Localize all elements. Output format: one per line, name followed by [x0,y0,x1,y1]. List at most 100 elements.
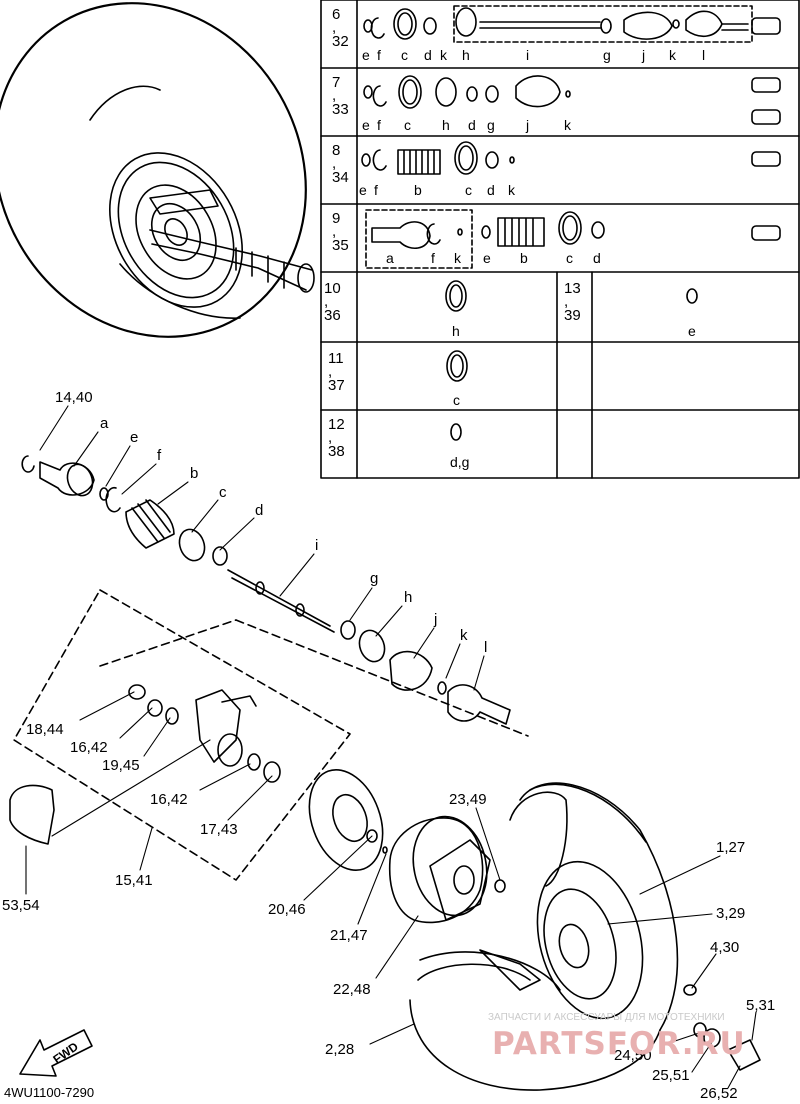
table-part-letter: b [520,250,528,266]
callout-label: 14,40 [55,389,93,406]
table-part-letter: c [453,392,460,408]
callout-label: 3,29 [716,905,746,922]
steering-knuckle [9,684,281,845]
callout-label: j [434,611,438,628]
callout-label: 1,27 [716,839,746,856]
table-row-label: 13,39 [564,280,581,324]
callout-label: 21,47 [330,927,368,944]
table-part-letter: e [362,117,370,133]
table-part-letter: c [404,117,411,133]
callout-label: 19,45 [102,757,140,774]
row-number: 35 [332,237,349,254]
diagram-code: 4WU1100-7290 [4,1085,95,1100]
callout-label: 20,46 [268,901,306,918]
callout-label: 22,48 [333,981,371,998]
callout-label: 18,44 [26,721,64,738]
table-part-letter: j [642,47,646,63]
row-number: 36 [324,307,341,324]
row-number: 12 [328,416,345,433]
callout-label: e [130,429,139,446]
table-part-letter: c [401,47,408,63]
row-separator: , [332,87,337,104]
row-separator: , [328,363,333,380]
row-number: 10 [324,280,341,297]
table-part-letter: d [424,47,432,63]
table-part-letter: k [508,182,515,198]
row-number: 32 [332,33,349,50]
watermark-text: ЗАПЧАСТИ И АКСЕССУАРЫ ДЛЯ МОТОТЕХНИКИ [488,1012,725,1023]
exploded-driveshaft [21,455,511,725]
row-number: 7 [332,74,341,91]
table-part-letter: i [526,47,530,63]
table-row-8-parts [361,141,781,175]
table-part-letter: d [468,117,476,133]
table-row-label: 12,38 [328,416,345,460]
knuckle-kit-dashed-box [13,589,529,881]
callout-label: f [157,447,162,464]
row-number: 37 [328,377,345,394]
callout-label: 2,28 [325,1041,355,1058]
callout-label: h [404,589,413,606]
callout-label: 25,51 [652,1067,690,1084]
row-number: 9 [332,210,341,227]
table-part-letter: l [702,47,706,63]
table-row-label: 6,32 [332,6,349,50]
table-part-letter: b [414,182,422,198]
table-row-9-parts [371,211,781,249]
callout-label: 15,41 [115,872,153,889]
table-part-letter: a [386,250,394,266]
exploded-wheel-and-tire [409,782,761,1091]
callout-label: a [100,415,109,432]
row-separator: , [332,223,337,240]
callout-label: 24,50 [614,1047,652,1064]
table-part-letter: e [359,182,367,198]
row-separator: , [564,293,569,310]
table-part-letter: k [440,47,447,63]
row-separator: , [324,293,329,310]
table-row-7-parts [363,75,781,125]
table-part-letter: d [487,182,495,198]
table-part-letter: f [374,182,378,198]
row-number: 11 [328,350,344,367]
row-number: 38 [328,443,345,460]
table-row-label: 11,37 [328,350,345,394]
callout-label: 23,49 [449,791,487,808]
callout-label: 17,43 [200,821,238,838]
parts-table-grid [320,0,800,479]
leader-lines [25,405,757,1089]
table-part-letter: f [377,117,381,133]
table-cell-parts [445,280,698,441]
table-row-label: 7,33 [332,74,349,118]
row-number: 13 [564,280,581,297]
table-part-letter: e [362,47,370,63]
table-row-label: 9,35 [332,210,349,254]
row-separator: , [328,429,333,446]
table-part-letter: c [566,250,573,266]
table-part-letter: c [465,182,472,198]
callout-label: i [315,537,319,554]
table-row-6-parts [363,7,781,40]
row-number: 34 [332,169,349,186]
forward-direction-arrow [19,1029,93,1077]
table-part-letter: h [452,323,460,339]
row-number: 33 [332,101,349,118]
table-part-letter: k [564,117,571,133]
table-part-letter: f [377,47,381,63]
watermark-logo: PARTSFOR.RU [492,1026,746,1062]
table-row-label: 10,36 [324,280,341,324]
callout-label: 26,52 [700,1085,738,1102]
callout-label: l [484,639,488,656]
callout-label: 16,42 [70,739,108,756]
table-part-letter: j [526,117,530,133]
table-part-letter: d,g [450,454,470,470]
table-part-letter: h [462,47,470,63]
table-part-letter: h [442,117,450,133]
callout-label: 5,31 [746,997,776,1014]
assembled-wheel-illustration [0,2,315,338]
callout-label: g [370,570,379,587]
callout-label: 4,30 [710,939,740,956]
table-row-label: 8,34 [332,142,349,186]
callout-label: k [460,627,468,644]
